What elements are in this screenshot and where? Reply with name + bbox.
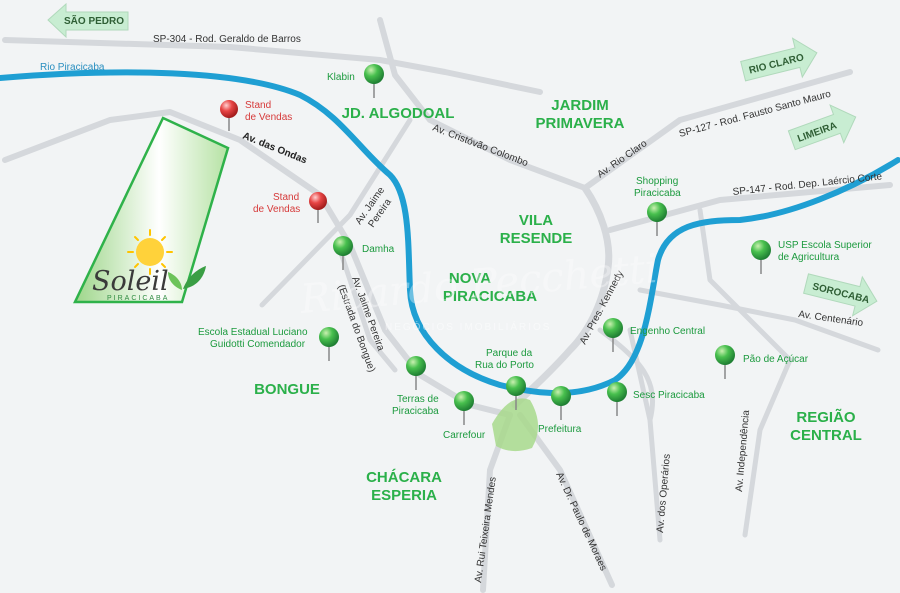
neighborhood-chacara-2: ESPERIA xyxy=(371,487,437,504)
poi-prefeitura-label: Prefeitura xyxy=(538,424,582,435)
neighborhood-jardim-1: JARDIM xyxy=(551,97,609,114)
river-label: Rio Piracicaba xyxy=(40,62,105,73)
leaf-icon xyxy=(168,266,206,290)
pin-green-icon[interactable] xyxy=(364,64,384,98)
poi-parque-label-2: Rua do Porto xyxy=(475,360,534,371)
road-network xyxy=(2,17,893,593)
development-site xyxy=(73,116,230,304)
stand-1-label-2: de Vendas xyxy=(245,112,292,123)
logo-name: Soleil xyxy=(92,266,169,297)
pin-green-icon[interactable] xyxy=(454,391,474,425)
poi-shopping-label-1: Shopping xyxy=(636,176,678,187)
stand-2-label-2: de Vendas xyxy=(253,204,300,215)
stand-2-label-1: Stand xyxy=(273,192,299,203)
neighborhood-algodoal: JD. ALGODOAL xyxy=(342,105,455,122)
road-av-cristovao xyxy=(377,17,588,191)
pin-green-icon[interactable] xyxy=(715,345,735,379)
pin-green-icon[interactable] xyxy=(751,240,771,274)
road-av-jaime xyxy=(259,117,413,308)
neighborhood-nova-2: PIRACICABA xyxy=(443,288,537,305)
river-piracicaba xyxy=(0,69,900,396)
road-label-av-paulo: Av. Dr. Paulo de Moraes xyxy=(553,471,608,573)
neighborhood-vila-2: RESENDE xyxy=(500,230,573,247)
neighborhood-bongue: BONGUE xyxy=(254,381,320,398)
road-av-ondas xyxy=(2,109,513,418)
road-label-av-cristovao: Av. Cristóvão Colombo xyxy=(431,123,530,170)
poi-carrefour-label: Carrefour xyxy=(443,430,486,441)
poi-escola-label-2: Guidotti Comendador xyxy=(210,339,306,350)
poi-shopping-label-2: Piracicaba xyxy=(634,188,681,199)
pin-green-icon[interactable] xyxy=(333,236,353,270)
poi-escola-label-1: Escola Estadual Luciano xyxy=(198,327,308,338)
road-label-av-rio-claro: Av. Rio Claro xyxy=(595,138,649,181)
road-label-sp304: SP-304 - Rod. Geraldo de Barros xyxy=(153,34,301,45)
road-kennedy-loop xyxy=(511,184,613,409)
poi-terras-label-2: Piracicaba xyxy=(392,406,439,417)
road-label-av-operarios: Av. dos Operários xyxy=(655,453,673,533)
pin-green-icon[interactable] xyxy=(406,356,426,390)
road-connector-se xyxy=(597,327,656,423)
neighborhood-jardim-2: PRIMAVERA xyxy=(536,115,625,132)
poi-damha-label: Damha xyxy=(362,244,395,255)
poi-sesc-label: Sesc Piracicaba xyxy=(633,390,705,401)
poi-pao-label: Pão de Açúcar xyxy=(743,354,809,365)
pin-green-icon[interactable] xyxy=(647,202,667,236)
poi-parque-label-1: Parque da xyxy=(486,348,533,359)
watermark-subtitle: NEGÓCIOS IMOBILIÁRIOS xyxy=(385,320,551,333)
svg-text:SÃO PEDRO: SÃO PEDRO xyxy=(64,14,124,27)
park-area xyxy=(492,398,539,452)
direction-arrow-sao-pedro: SÃO PEDRO xyxy=(47,2,129,39)
poi-klabin-label: Klabin xyxy=(327,72,355,83)
road-sp304 xyxy=(2,37,543,95)
poi-terras-label-1: Terras de xyxy=(397,394,439,405)
sun-icon xyxy=(127,229,173,275)
road-sp127 xyxy=(582,69,853,191)
pin-green-icon[interactable] xyxy=(603,318,623,352)
poi-engenho-label: Engenho Central xyxy=(630,326,705,337)
logo-city: PIRACICABA xyxy=(107,295,169,302)
neighborhood-regiao-2: CENTRAL xyxy=(790,427,862,444)
neighborhood-vila-1: VILA xyxy=(519,212,553,229)
road-av-centenario xyxy=(637,287,881,353)
road-av-independencia xyxy=(697,207,793,538)
pin-green-icon[interactable] xyxy=(319,327,339,361)
neighborhood-chacara-1: CHÁCARA xyxy=(366,469,442,486)
poi-usp-label-2: de Agricultura xyxy=(778,252,840,263)
road-bongue xyxy=(337,247,398,373)
pin-green-icon[interactable] xyxy=(607,382,627,416)
neighborhood-nova-1: NOVA xyxy=(449,270,491,287)
pin-green-icon[interactable] xyxy=(551,386,571,420)
pin-green-icon[interactable] xyxy=(506,376,526,410)
road-label-av-independencia: Av. Independência xyxy=(734,409,752,492)
poi-usp-label-1: USP Escola Superior xyxy=(778,240,872,251)
stand-1-label-1: Stand xyxy=(245,100,271,111)
pin-red-icon[interactable] xyxy=(309,192,327,223)
pin-red-icon[interactable] xyxy=(220,100,238,131)
road-sp147 xyxy=(607,182,893,233)
road-label-av-rui: Av. Rui Teixeira Mendes xyxy=(473,476,499,583)
neighborhood-regiao-1: REGIÃO xyxy=(796,408,856,426)
